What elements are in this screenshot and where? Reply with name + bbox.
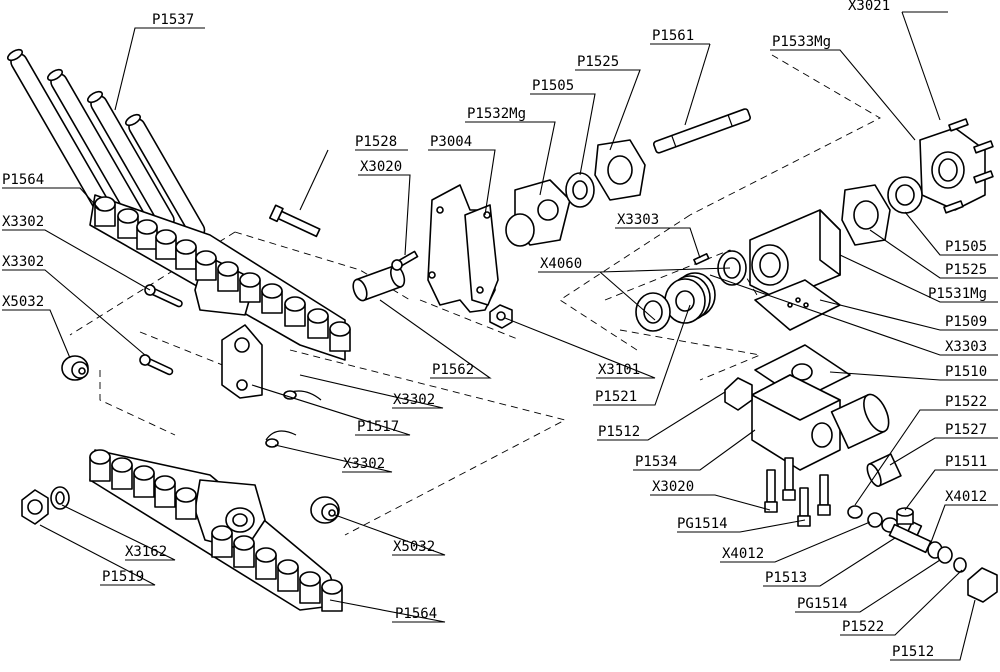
label-p1505-top: P1505 bbox=[532, 78, 574, 94]
label-x3302-b: X3302 bbox=[2, 254, 44, 270]
label-p1512-mid: P1512 bbox=[598, 424, 640, 440]
p3004-bracket bbox=[427, 184, 513, 329]
label-p1525-right: P1525 bbox=[945, 262, 987, 278]
p1532mg-part bbox=[505, 139, 646, 247]
part-labels: X3021 P1537 P1561 P1533Mg P1525 P1505 P1… bbox=[2, 0, 987, 660]
label-p1525-top: P1525 bbox=[577, 54, 619, 70]
label-p1505-right: P1505 bbox=[945, 239, 987, 255]
label-p1512-bottom: P1512 bbox=[892, 644, 934, 660]
label-p3004: P3004 bbox=[430, 134, 472, 150]
label-p1564-top: P1564 bbox=[2, 172, 44, 188]
label-x3302-a: X3302 bbox=[2, 214, 44, 230]
label-p1564-bottom: P1564 bbox=[395, 606, 437, 622]
label-p1519: P1519 bbox=[102, 569, 144, 585]
p1533mg-part bbox=[841, 118, 994, 246]
label-p1513: P1513 bbox=[765, 570, 807, 586]
p1564-lower-strip bbox=[89, 449, 343, 612]
label-p1533mg: P1533Mg bbox=[772, 34, 831, 50]
label-x3162: X3162 bbox=[125, 544, 167, 560]
label-x5032-left: X5032 bbox=[2, 294, 44, 310]
label-pg1514-b: PG1514 bbox=[797, 596, 848, 612]
bottom-right-parts bbox=[764, 453, 998, 603]
label-x3303-top: X3303 bbox=[617, 212, 659, 228]
p1531mg-housing bbox=[749, 209, 841, 301]
label-x3302-c: X3302 bbox=[393, 392, 435, 408]
label-x3020-bottom: X3020 bbox=[652, 479, 694, 495]
label-p1562: P1562 bbox=[432, 362, 474, 378]
label-x4012-left: X4012 bbox=[722, 546, 764, 562]
label-x3303-right: X3303 bbox=[945, 339, 987, 355]
label-p1534: P1534 bbox=[635, 454, 677, 470]
label-p1517: P1517 bbox=[357, 419, 399, 435]
label-x4012-right: X4012 bbox=[945, 489, 987, 505]
leader-lines bbox=[2, 11, 998, 661]
label-p1532mg: P1532Mg bbox=[467, 106, 526, 122]
label-x3101: X3101 bbox=[598, 362, 640, 378]
label-x3302-d: X3302 bbox=[343, 456, 385, 472]
p1537-rods bbox=[6, 48, 206, 239]
label-p1522-top: P1522 bbox=[945, 394, 987, 410]
left-small-parts bbox=[21, 204, 419, 525]
label-p1522-bottom: P1522 bbox=[842, 619, 884, 635]
label-x3021: X3021 bbox=[848, 0, 890, 14]
label-p1509: P1509 bbox=[945, 314, 987, 330]
x4060-seal-stack bbox=[635, 250, 747, 332]
label-p1531mg: P1531Mg bbox=[928, 286, 987, 302]
label-p1537: P1537 bbox=[152, 12, 194, 28]
label-p1528: P1528 bbox=[355, 134, 397, 150]
label-x4060: X4060 bbox=[540, 256, 582, 272]
label-p1527: P1527 bbox=[945, 422, 987, 438]
label-p1521: P1521 bbox=[595, 389, 637, 405]
label-p1510: P1510 bbox=[945, 364, 987, 380]
p1534-block bbox=[724, 374, 890, 471]
label-x3020-top: X3020 bbox=[360, 159, 402, 175]
label-p1561: P1561 bbox=[652, 28, 694, 44]
label-p1511: P1511 bbox=[945, 454, 987, 470]
label-pg1514-a: PG1514 bbox=[677, 516, 728, 532]
label-x5032-bottom: X5032 bbox=[393, 539, 435, 555]
p1561-shaft bbox=[652, 108, 751, 154]
p1564-upper-strip bbox=[89, 194, 351, 361]
